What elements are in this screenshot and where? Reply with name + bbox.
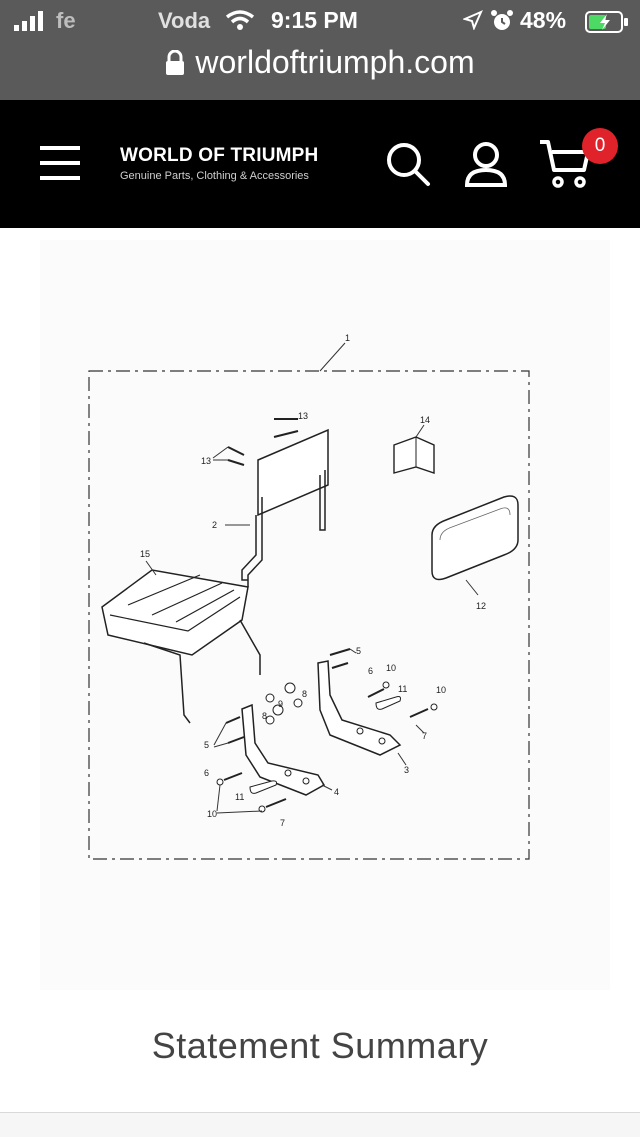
callout: 13 — [298, 411, 308, 421]
callout: 8 — [302, 689, 307, 699]
url-text: worldoftriumph.com — [195, 44, 475, 80]
callout: 15 — [140, 549, 150, 559]
status-bar: fe Voda 9:15 PM 48% wo — [0, 0, 640, 100]
carrier-faded: fe — [56, 8, 76, 33]
callout: 10 — [386, 663, 396, 673]
callout: 2 — [212, 520, 217, 530]
callout: 8 — [262, 711, 267, 721]
parts-diagram[interactable]: 1 2 13 13 14 12 15 3 4 8 9 8 — [80, 325, 540, 865]
callout: 10 — [207, 809, 217, 819]
carrier-name: Voda — [158, 8, 211, 33]
wifi-icon — [225, 10, 255, 30]
callout: 14 — [420, 415, 430, 425]
callout: 6 — [368, 666, 373, 676]
section-title: Statement Summary — [151, 1025, 489, 1066]
callout: 9 — [278, 699, 283, 709]
callout: 5 — [356, 646, 361, 656]
site-header: WORLD OF TRIUMPH Genuine Parts, Clothing… — [0, 100, 640, 228]
brand-tagline: Genuine Parts, Clothing & Accessories — [120, 170, 309, 182]
brand-logo[interactable]: WORLD OF TRIUMPH Genuine Parts, Clothing… — [120, 145, 318, 182]
battery-charging-icon — [585, 11, 628, 33]
battery-percent: 48% — [520, 7, 567, 33]
callout: 7 — [280, 818, 285, 828]
content-box-edge — [0, 1112, 640, 1137]
brand-title: WORLD OF TRIUMPH — [120, 145, 319, 166]
menu-icon[interactable] — [40, 146, 80, 180]
callout: 13 — [201, 456, 211, 466]
callout: 6 — [204, 768, 209, 778]
address-bar[interactable]: worldoftriumph.com — [165, 44, 475, 81]
callout: 3 — [404, 765, 409, 775]
callout: 4 — [334, 787, 339, 797]
cart-icon[interactable] — [538, 138, 594, 190]
account-icon[interactable] — [462, 140, 510, 188]
cart-count-badge: 0 — [582, 128, 618, 164]
status-time: 9:15 PM — [271, 7, 358, 33]
alarm-icon — [491, 10, 513, 30]
lock-icon — [166, 49, 185, 75]
callout: 7 — [422, 731, 427, 741]
callout: 1 — [345, 333, 350, 343]
callout: 5 — [204, 740, 209, 750]
search-icon[interactable] — [384, 140, 432, 188]
callout: 11 — [235, 792, 244, 802]
callout: 10 — [436, 685, 446, 695]
callout: 11 — [398, 684, 407, 694]
location-icon — [463, 10, 483, 30]
callout: 12 — [476, 601, 486, 611]
signal-icon — [14, 11, 43, 31]
